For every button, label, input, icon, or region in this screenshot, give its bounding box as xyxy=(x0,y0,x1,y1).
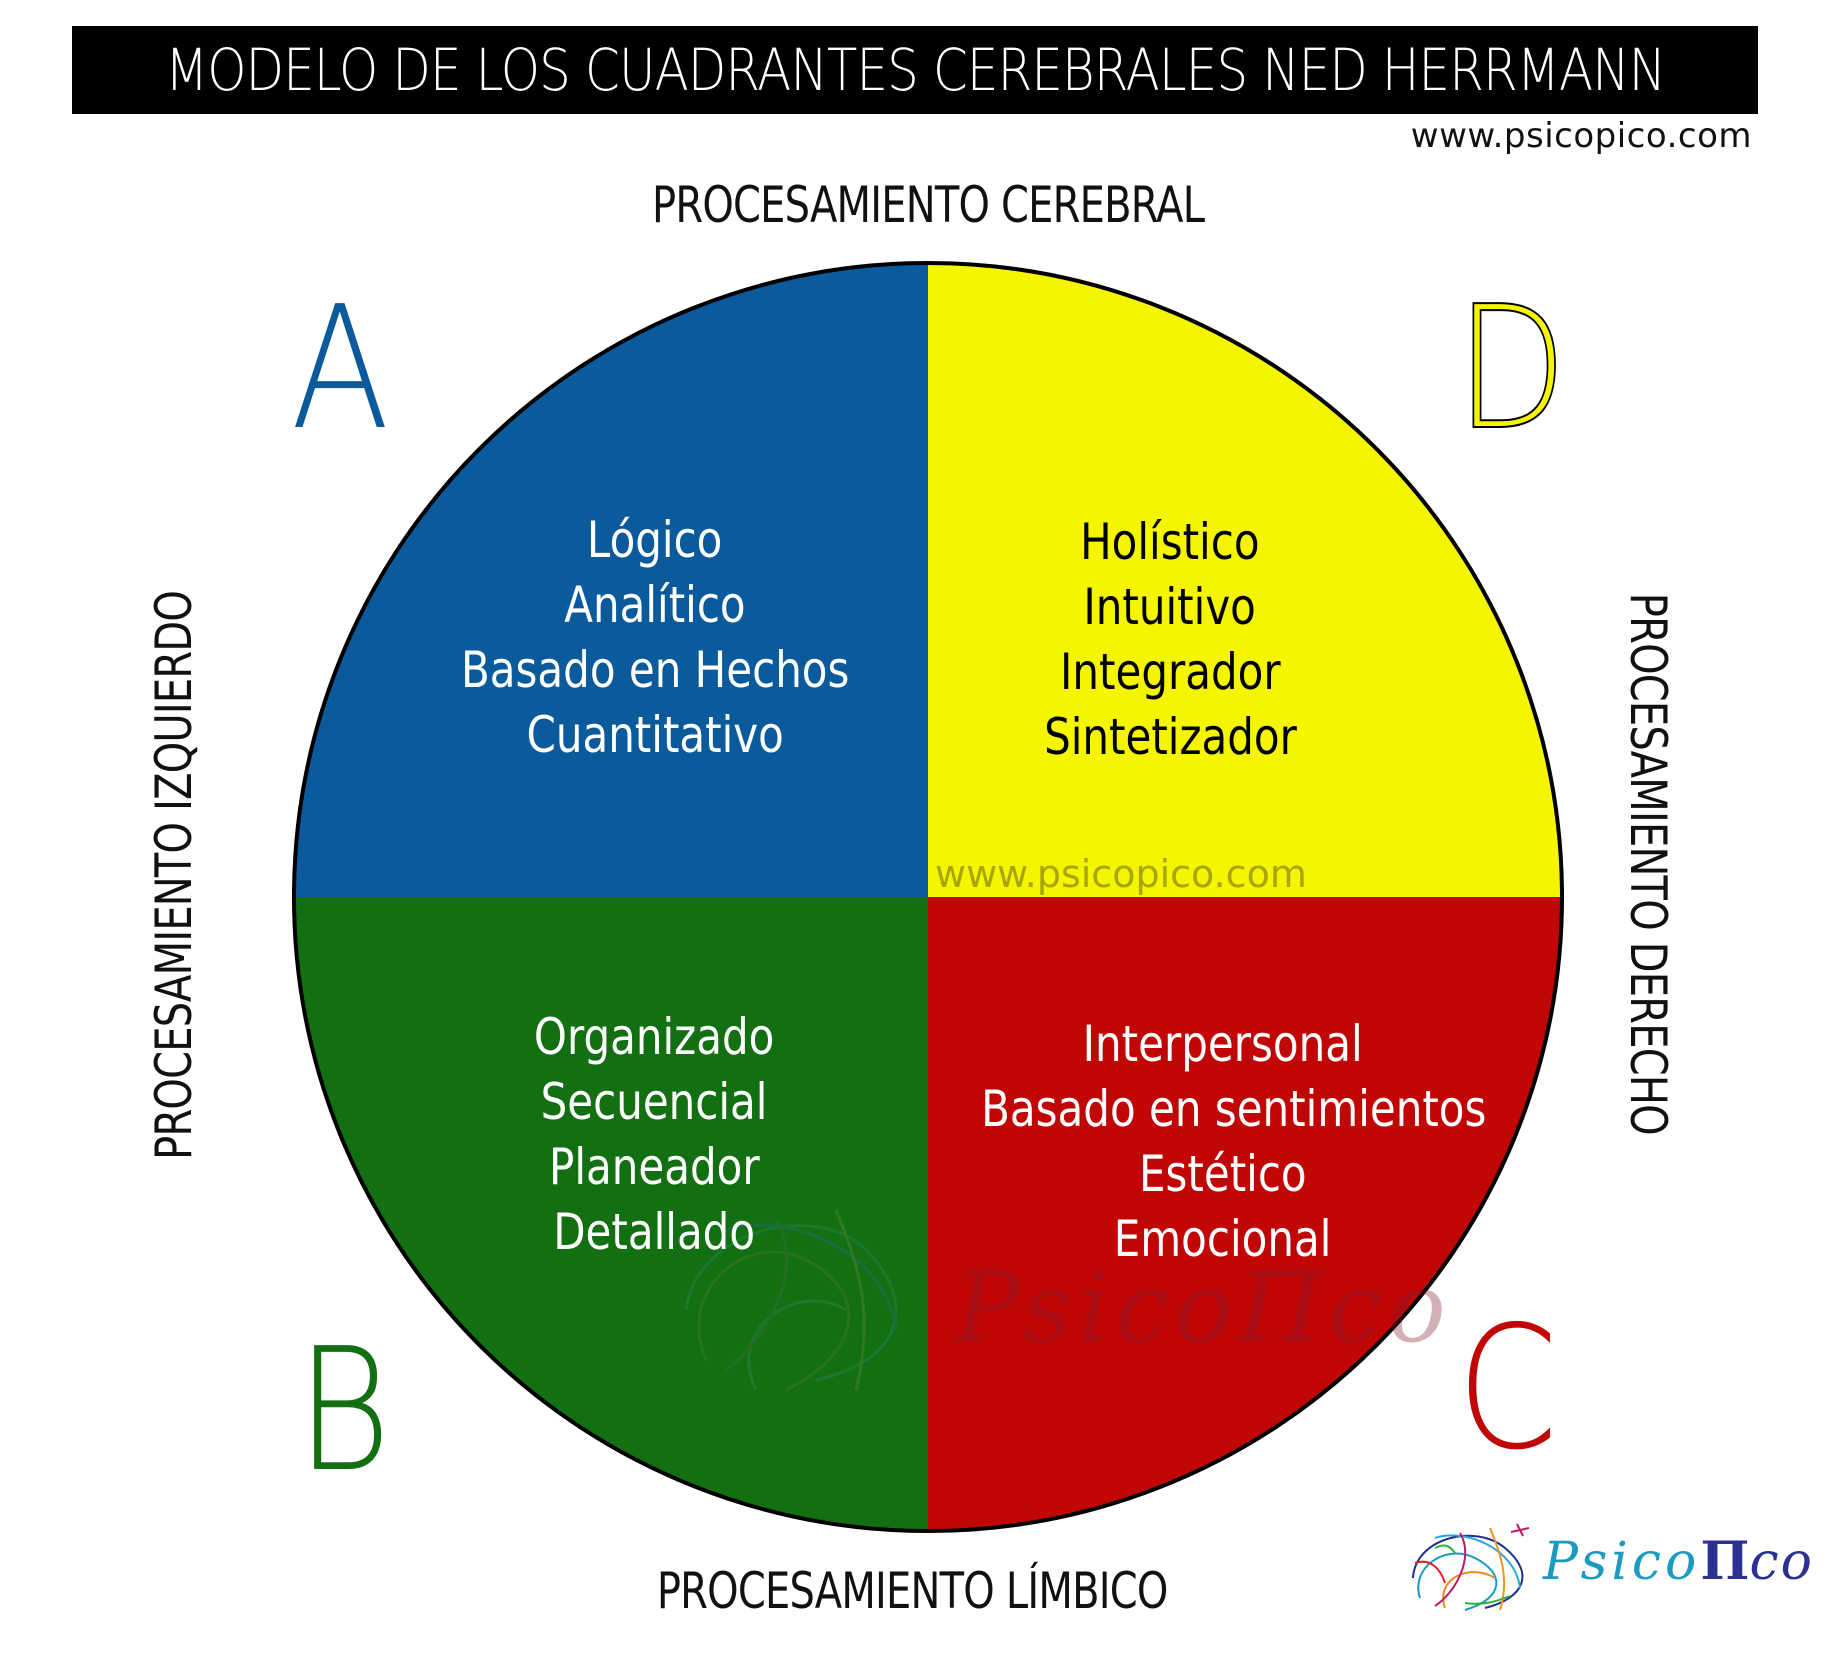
axis-label-right: PROCESAMIENTO DERECHO xyxy=(1619,464,1677,1264)
axis-label-left-text: PROCESAMIENTO IZQUIERDO xyxy=(145,590,203,1160)
axis-label-left: PROCESAMIENTO IZQUIERDO xyxy=(145,475,203,1275)
axis-label-bottom: PROCESAMIENTO LÍMBICO xyxy=(512,1566,1312,1616)
letter-a-text: A xyxy=(290,270,390,468)
trait-item: Basado en sentimientos xyxy=(981,1080,1487,1138)
trait-item: Detallado xyxy=(553,1203,755,1261)
psicopico-logo[interactable]: PsicoΠco xyxy=(1405,1518,1812,1618)
trait-item: Basado en Hechos xyxy=(460,641,850,699)
brain-scribble-icon xyxy=(1412,1523,1530,1611)
watermark-brain-icon xyxy=(684,1209,898,1392)
trait-item: Organizado xyxy=(533,1008,775,1066)
axis-label-right-text: PROCESAMIENTO DERECHO xyxy=(1619,592,1677,1136)
quadrant-letter-b: B xyxy=(288,1326,399,1496)
circle-outline xyxy=(292,261,1564,1533)
trait-item: Integrador xyxy=(1059,643,1281,701)
quadrant-letter-d: D xyxy=(1446,270,1577,468)
logo-text-psico: Psico xyxy=(1543,1532,1701,1592)
trait-item: Lógico xyxy=(587,511,723,569)
quadrant-letter-a: A xyxy=(282,284,398,454)
letter-b-text: B xyxy=(296,1312,391,1510)
quadrant-b-traits: Organizado Secuencial Planeador Detallad… xyxy=(404,1005,904,1265)
logo-text-pi: Π xyxy=(1700,1531,1750,1592)
axis-label-top-text: PROCESAMIENTO CEREBRAL xyxy=(651,176,1205,234)
quadrant-a-traits: Lógico Analítico Basado en Hechos Cuanti… xyxy=(405,508,905,768)
logo-text-co: co xyxy=(1749,1532,1814,1592)
trait-item: Secuencial xyxy=(540,1073,768,1131)
watermark-url: www.psicopico.com xyxy=(935,852,1307,896)
axis-label-top: PROCESAMIENTO CEREBRAL xyxy=(528,180,1328,230)
trait-item: Planeador xyxy=(548,1138,760,1196)
trait-item: Holístico xyxy=(1080,513,1260,571)
title-text: MODELO DE LOS CUADRANTES CEREBRALES NED … xyxy=(164,36,1666,104)
trait-item: Emocional xyxy=(1114,1210,1332,1268)
trait-item: Interpersonal xyxy=(1083,1015,1363,1073)
letter-d-text: D xyxy=(1455,270,1568,468)
trait-item: Cuantitativo xyxy=(526,706,784,764)
trait-item: Analítico xyxy=(564,576,746,634)
logo-wordmark: PsicoΠco xyxy=(1543,1536,1814,1589)
trait-item: Intuitivo xyxy=(1083,578,1257,636)
quadrant-d-traits: Holístico Intuitivo Integrador Sintetiza… xyxy=(920,510,1420,770)
quadrant-c-traits: Interpersonal Basado en sentimientos Est… xyxy=(933,1012,1513,1272)
letter-c-text: C xyxy=(1456,1290,1558,1488)
quadrant-letter-c: C xyxy=(1448,1304,1567,1474)
trait-item: Sintetizador xyxy=(1043,708,1297,766)
page-title: MODELO DE LOS CUADRANTES CEREBRALES NED … xyxy=(72,26,1758,114)
site-url[interactable]: www.psicopico.com xyxy=(1410,116,1752,156)
trait-item: Estético xyxy=(1139,1145,1307,1203)
axis-label-bottom-text: PROCESAMIENTO LÍMBICO xyxy=(656,1562,1168,1620)
quadrant-circle xyxy=(292,261,1564,1533)
watermark-brand: PsicoΠco xyxy=(955,1252,1452,1364)
title-bar: MODELO DE LOS CUADRANTES CEREBRALES NED … xyxy=(72,26,1758,114)
